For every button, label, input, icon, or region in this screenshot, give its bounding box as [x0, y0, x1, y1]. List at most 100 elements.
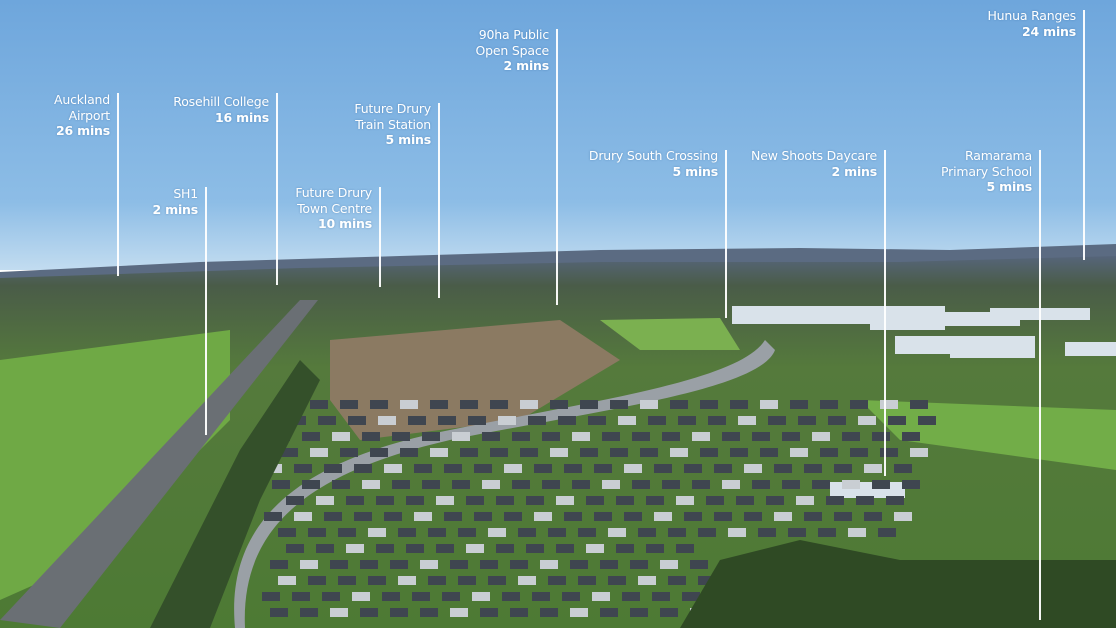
house-roof: [376, 544, 394, 553]
house-roof: [512, 432, 530, 441]
house-roof: [444, 464, 462, 473]
house-roof: [698, 528, 716, 537]
house-roof: [804, 512, 822, 521]
callout-time: 5 mins: [986, 179, 1033, 194]
house-roof: [438, 416, 456, 425]
house-roof: [622, 592, 640, 601]
house-roof: [474, 512, 492, 521]
house-roof: [804, 464, 822, 473]
house-roof: [848, 528, 866, 537]
house-roof: [812, 432, 830, 441]
house-roof: [316, 496, 334, 505]
house-roof: [400, 448, 418, 457]
house-roof: [618, 416, 636, 425]
house-roof: [550, 448, 568, 457]
house-roof: [700, 400, 718, 409]
house-roof: [532, 592, 550, 601]
house-roof: [496, 544, 514, 553]
leader-line-future-drury-train-station: [438, 103, 440, 298]
house-roof: [878, 528, 896, 537]
house-roof: [354, 464, 372, 473]
callout-label: Hunua Ranges: [987, 8, 1076, 23]
house-roof: [436, 496, 454, 505]
house-roof: [646, 544, 664, 553]
callout-label: SH1: [173, 186, 198, 201]
house-roof: [722, 480, 740, 489]
house-roof: [698, 576, 716, 585]
leader-line-ramarama-primary-school: [1039, 150, 1041, 620]
house-roof: [818, 528, 836, 537]
house-roof: [820, 400, 838, 409]
callout-time: 5 mins: [672, 163, 719, 179]
house-roof: [324, 464, 342, 473]
house-roof: [594, 464, 612, 473]
house-roof: [858, 416, 876, 425]
house-roof: [578, 576, 596, 585]
house-roof: [684, 512, 702, 521]
house-roof: [510, 608, 528, 617]
house-roof: [338, 528, 356, 537]
house-roof: [894, 464, 912, 473]
house-roof: [292, 592, 310, 601]
callout-label: Town Centre: [297, 200, 372, 216]
house-roof: [322, 592, 340, 601]
house-roof: [592, 592, 610, 601]
highway-sh1: [0, 300, 318, 628]
house-roof: [700, 448, 718, 457]
house-roof: [572, 432, 590, 441]
house-roof: [616, 496, 634, 505]
house-roof: [498, 416, 516, 425]
house-roof: [280, 448, 298, 457]
house-roof: [474, 464, 492, 473]
house-roof: [670, 400, 688, 409]
house-roof: [774, 512, 792, 521]
house-roof: [352, 592, 370, 601]
house-roof: [886, 496, 904, 505]
house-roof: [834, 464, 852, 473]
house-roof: [488, 576, 506, 585]
house-roof: [264, 512, 282, 521]
house-roof: [458, 528, 476, 537]
house-roof: [528, 416, 546, 425]
house-roof: [880, 400, 898, 409]
house-roof: [504, 512, 522, 521]
house-roof: [436, 544, 454, 553]
house-roof: [684, 464, 702, 473]
house-roof: [888, 416, 906, 425]
house-roof: [278, 576, 296, 585]
callout-label: Drury South Crossing: [588, 148, 718, 163]
leader-line-new-shoots-daycare: [884, 150, 886, 476]
house-roof: [482, 432, 500, 441]
house-roof: [272, 480, 290, 489]
house-roof: [600, 608, 618, 617]
farmland-left: [0, 330, 230, 600]
house-roof: [790, 448, 808, 457]
house-roof: [834, 512, 852, 521]
house-roof: [278, 528, 296, 537]
house-roof: [632, 432, 650, 441]
house-roof: [556, 496, 574, 505]
callout-label: Rosehill College: [173, 94, 269, 109]
open-space: [600, 318, 740, 350]
house-roof: [472, 592, 490, 601]
house-roof: [332, 432, 350, 441]
house-roof: [608, 528, 626, 537]
house-roof: [370, 400, 388, 409]
house-roof: [820, 448, 838, 457]
house-roof: [676, 496, 694, 505]
house-roof: [782, 432, 800, 441]
house-roof: [690, 560, 708, 569]
house-roof: [842, 432, 860, 441]
house-roof: [490, 448, 508, 457]
house-roof: [482, 480, 500, 489]
house-roof: [760, 400, 778, 409]
house-roof: [368, 576, 386, 585]
house-roof: [550, 400, 568, 409]
house-roof: [640, 448, 658, 457]
house-roof: [400, 400, 418, 409]
house-roof: [510, 560, 528, 569]
